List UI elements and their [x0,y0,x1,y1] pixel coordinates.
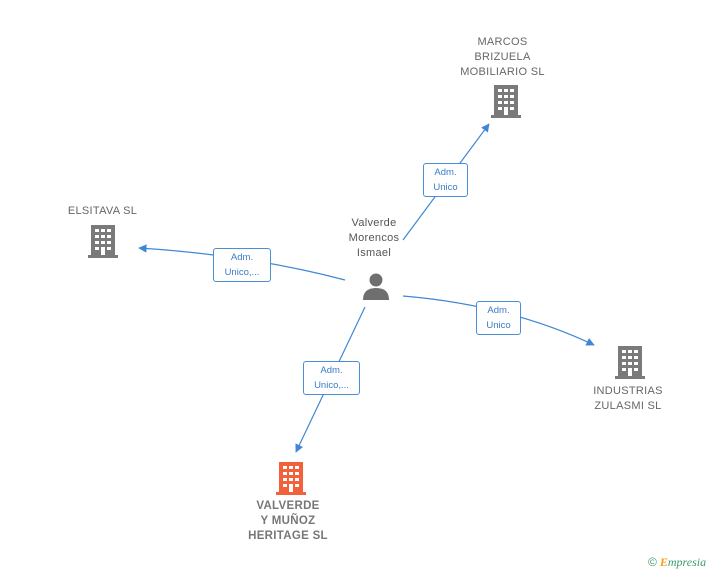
relation-label-marcos[interactable]: Adm. Unico [423,163,468,197]
relation-role: Adm. [320,365,343,376]
building-icon[interactable] [88,224,118,258]
brand-name: mpresia [667,555,707,569]
company-label-valverde[interactable]: VALVERDE Y MUÑOZ HERITAGE SL [248,500,328,542]
center-node-label: Valverde Morencos Ismael [348,217,400,259]
relation-detail: Unico,... [314,380,349,391]
company-label-elsitava[interactable]: ELSITAVA SL [67,205,138,217]
copyright-symbol: © [648,555,657,569]
building-icon[interactable] [615,345,645,379]
person-icon[interactable] [361,271,391,301]
empresia-watermark: © Empresia [648,555,706,570]
relation-detail: Unico,... [224,267,260,278]
building-icon[interactable] [276,461,306,495]
relation-label-elsitava[interactable]: Adm. Unico,... [213,248,271,282]
relation-label-industrias[interactable]: Adm. Unico [476,301,521,335]
relation-detail: Unico [486,320,511,331]
brand-initial: E [659,555,668,569]
relation-role: Adm. [487,305,510,316]
relation-role: Adm. [434,167,457,178]
company-label-industrias[interactable]: INDUSTRIAS ZULASMI SL [593,385,663,412]
building-icon[interactable] [491,84,521,118]
relation-role: Adm. [230,252,254,263]
relation-label-valverde[interactable]: Adm. Unico,... [303,361,360,395]
relation-detail: Unico [433,182,458,193]
company-label-marcos[interactable]: MARCOS BRIZUELA MOBILIARIO SL [460,36,545,78]
